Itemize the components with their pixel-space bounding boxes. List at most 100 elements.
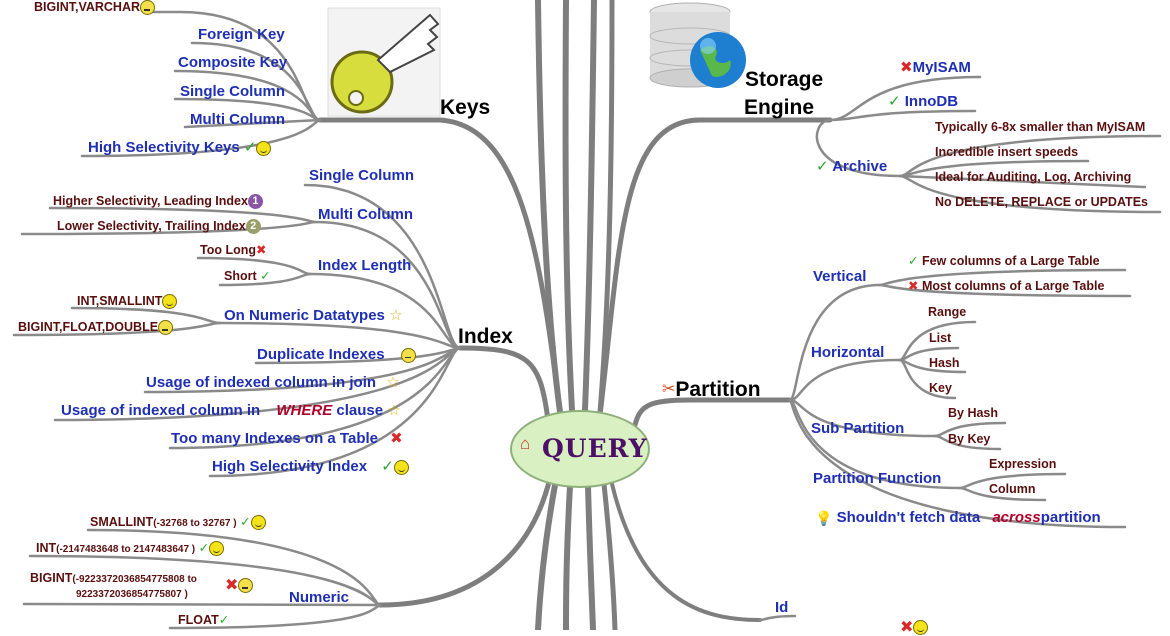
index-too-long: Too Long✖ — [200, 244, 266, 257]
numeric-float: FLOAT✓ — [178, 614, 229, 627]
bottom-right-id[interactable]: Id — [775, 599, 789, 616]
storage-archive[interactable]: ✓ Archive — [816, 159, 887, 174]
smiley-icon — [162, 294, 178, 309]
horizontal-hash: Hash — [929, 356, 960, 370]
check-icon: ✓ — [198, 540, 210, 555]
int-label: INT — [36, 540, 57, 555]
partition-title[interactable]: ✂Partition — [662, 379, 761, 400]
check-icon: ✓ — [218, 613, 230, 627]
cross-icon: ✖ — [900, 619, 914, 636]
usage-where-keyword: WHERE — [276, 402, 333, 419]
high-selectivity-index-label: High Selectivity Index — [212, 458, 368, 475]
trunk-down-2 — [563, 483, 573, 630]
archive-child-4: No DELETE, REPLACE or UPDATEs — [935, 195, 1148, 209]
numeric-datatypes-label: On Numeric Datatypes — [224, 307, 385, 324]
branch-partition — [632, 397, 793, 428]
query-label: QUERY — [542, 434, 648, 463]
cross-icon: ✖ — [900, 59, 913, 76]
too-long-label: Too Long — [200, 243, 256, 257]
smiley-icon — [209, 541, 225, 556]
index-multi-column[interactable]: Multi Column — [318, 206, 413, 223]
partition-shouldnt-fetch[interactable]: 💡 Shouldn't fetch data acrosspartition — [815, 510, 1101, 525]
numeric-bigint: BIGINT(-9223372036854775808 to — [30, 572, 197, 585]
lower-selectivity-label: Lower Selectivity, Trailing Index — [57, 218, 246, 233]
index-duplicate[interactable]: Duplicate Indexes — [257, 347, 416, 363]
numeric-smallint: SMALLINT(-32768 to 32767 ) ✓ — [90, 515, 266, 530]
keys-high-selectivity-label: High Selectivity Keys — [88, 139, 240, 156]
numeric-bigint-status: ✖ — [225, 577, 254, 594]
sub-by-hash: By Hash — [948, 406, 999, 420]
index-high-selectivity[interactable]: High Selectivity Index ✓ — [212, 459, 409, 475]
smiley-icon — [256, 140, 272, 156]
storage-innodb[interactable]: ✓ InnoDB — [888, 94, 958, 109]
branch-numeric — [377, 475, 553, 608]
innodb-label: InnoDB — [904, 93, 959, 110]
neutral-face-icon — [158, 320, 174, 335]
partition-function[interactable]: Partition Function — [813, 470, 942, 487]
index-usage-where[interactable]: Usage of indexed column in WHERE clause … — [61, 403, 401, 418]
branch-keys — [317, 117, 563, 415]
index-numeric-datatypes[interactable]: On Numeric Datatypes ☆ — [224, 308, 403, 323]
int-smallint-label: INT,SMALLINT — [77, 293, 163, 308]
short-label: Short — [224, 269, 257, 283]
float-label: FLOAT — [178, 613, 219, 627]
usage-join-label: Usage of indexed column in join — [146, 374, 377, 391]
keys-multi-column[interactable]: Multi Column — [190, 111, 285, 128]
usage-where-suffix: clause — [336, 402, 384, 419]
index-bigint-float-double: BIGINT,FLOAT,DOUBLE — [18, 320, 174, 335]
neutral-face-icon — [140, 0, 156, 15]
index-int-smallint: INT,SMALLINT — [77, 293, 178, 309]
star-icon: ☆ — [387, 402, 401, 419]
index-single-column[interactable]: Single Column — [309, 167, 414, 184]
archive-label: Archive — [832, 158, 888, 175]
priority-2-icon: 2 — [245, 219, 261, 234]
keys-single-column[interactable]: Single Column — [180, 83, 285, 100]
storage-title-line1[interactable]: Storage — [745, 68, 824, 91]
partition-horizontal[interactable]: Horizontal — [811, 344, 885, 361]
index-too-many[interactable]: Too many Indexes on a Table ✖ — [171, 431, 403, 446]
keys-title[interactable]: Keys — [440, 96, 491, 119]
trunk-up-1 — [535, 0, 563, 415]
index-length[interactable]: Index Length — [318, 257, 412, 274]
partition-sub[interactable]: Sub Partition — [811, 420, 905, 437]
smiley-icon — [393, 459, 409, 475]
keys-composite-key[interactable]: Composite Key — [178, 54, 288, 71]
shouldnt-prefix: Shouldn't fetch data — [836, 509, 981, 526]
keys-foreign-key[interactable]: Foreign Key — [198, 26, 285, 43]
partition-title-label: Partition — [675, 378, 761, 401]
few-columns-label: Few columns of a Large Table — [921, 254, 1100, 268]
numeric-title[interactable]: Numeric — [289, 589, 350, 606]
storage-title-line2[interactable]: Engine — [744, 96, 815, 119]
numeric-bigint-range-line2: 9223372036854775807 ) — [76, 589, 188, 600]
vertical-child-2: ✖ Most columns of a Large Table — [908, 280, 1104, 293]
neutral-face-icon — [400, 347, 416, 363]
keys-high-selectivity[interactable]: High Selectivity Keys ✓ — [88, 139, 272, 156]
function-column: Column — [989, 482, 1036, 496]
priority-1-icon: 1 — [247, 194, 263, 209]
check-icon: ✓ — [260, 269, 271, 283]
trunk-up-3 — [582, 0, 597, 413]
cross-icon: ✖ — [225, 577, 239, 594]
query-node[interactable] — [510, 410, 650, 488]
bottom-right-status: ✖ — [900, 619, 929, 636]
home-icon: ⌂ — [520, 434, 531, 453]
neutral-face-icon — [238, 578, 254, 594]
shouldnt-suffix: partition — [1040, 509, 1101, 526]
smiley-icon — [250, 515, 266, 530]
smallint-range: (-32768 to 32767 ) — [153, 517, 237, 529]
partition-vertical[interactable]: Vertical — [813, 268, 867, 285]
horizontal-key: Key — [929, 381, 952, 395]
index-title[interactable]: Index — [458, 325, 513, 348]
branch-index — [457, 345, 551, 423]
storage-myisam[interactable]: ✖MyISAM — [900, 60, 971, 75]
partition-runner-icon: ✂ — [662, 381, 676, 399]
check-icon: ✓ — [240, 514, 251, 529]
key-icon — [327, 7, 441, 117]
usage-where-prefix: Usage of indexed column in — [61, 402, 261, 419]
cross-icon: ✖ — [390, 430, 403, 447]
index-usage-join[interactable]: Usage of indexed column in join ☆ — [146, 375, 400, 390]
check-icon: ✓ — [888, 93, 901, 110]
function-expression: Expression — [989, 457, 1057, 471]
